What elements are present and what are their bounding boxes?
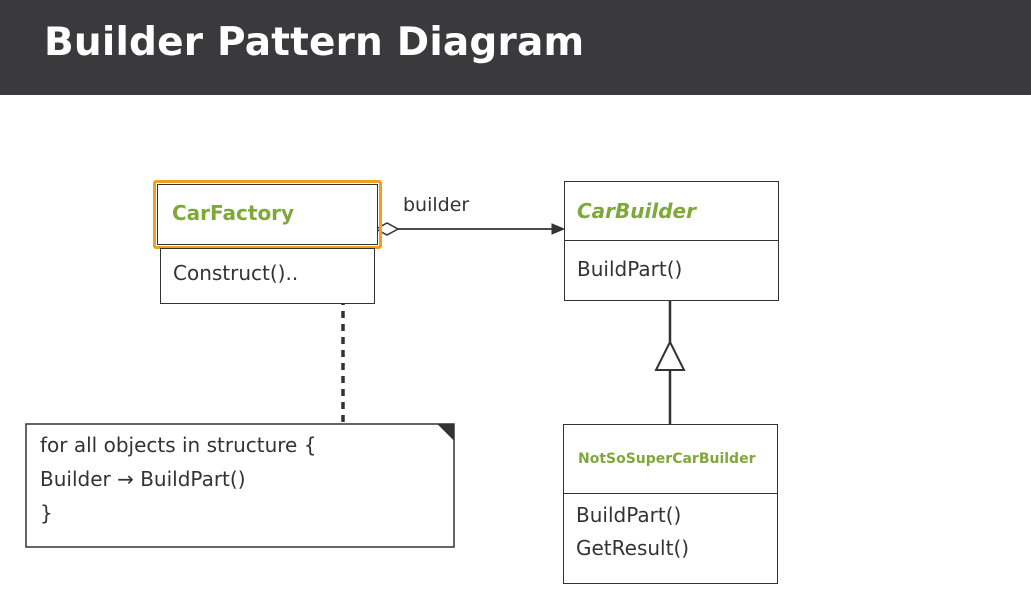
not-so-super-car-builder-divider — [564, 493, 777, 494]
car-builder-divider — [565, 240, 778, 241]
car-factory-method-compartment: Construct().. — [160, 248, 375, 304]
not-so-super-car-builder-method-get-result: GetResult() — [576, 536, 690, 560]
note-line-2: Builder → BuildPart() — [40, 467, 246, 491]
not-so-super-car-builder-method-build-part: BuildPart() — [576, 503, 682, 527]
car-factory-name-compartment: CarFactory — [157, 184, 378, 245]
note-line-1: for all objects in structure { — [40, 433, 317, 457]
car-builder-method: BuildPart() — [577, 257, 683, 281]
note-box — [25, 423, 455, 548]
not-so-super-car-builder-name: NotSoSuperCarBuilder — [578, 451, 756, 467]
class-car-builder[interactable]: CarBuilder BuildPart() — [564, 181, 779, 301]
note-corner-fold-icon — [436, 423, 455, 442]
car-builder-name: CarBuilder — [577, 199, 696, 223]
class-not-so-super-car-builder[interactable]: NotSoSuperCarBuilder BuildPart() GetResu… — [563, 424, 778, 584]
car-factory-name: CarFactory — [172, 201, 295, 225]
selection-outline — [153, 180, 382, 249]
note-line-3: } — [40, 501, 53, 525]
car-factory-method: Construct().. — [173, 261, 299, 285]
header-bar: Builder Pattern Diagram — [0, 0, 1031, 95]
page-title: Builder Pattern Diagram — [44, 20, 585, 65]
inheritance-triangle — [654, 339, 686, 371]
association-label: builder — [403, 194, 470, 216]
association-arrowhead — [551, 223, 566, 235]
